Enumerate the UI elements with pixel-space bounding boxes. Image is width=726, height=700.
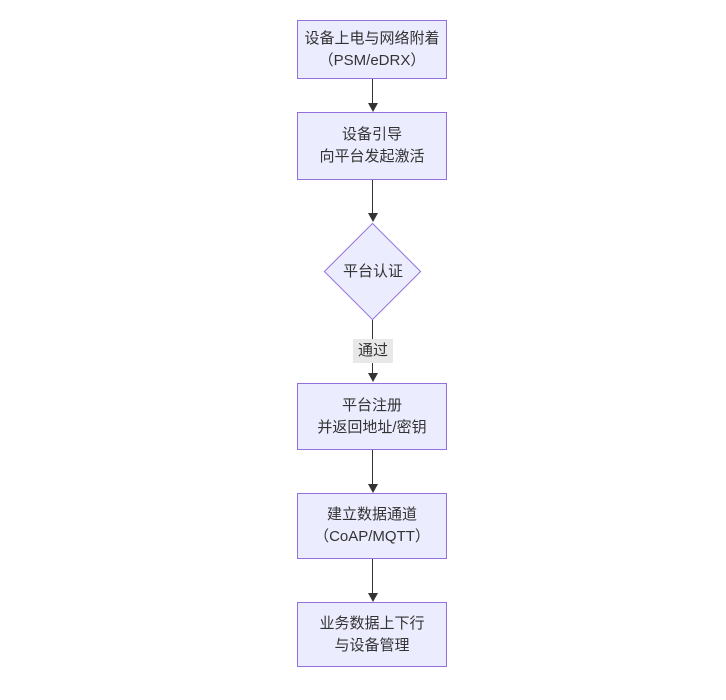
edge-arrowhead: [368, 213, 378, 222]
node-platform-register: 平台注册 并返回地址/密钥: [297, 383, 447, 450]
node-data-channel: 建立数据通道 （CoAP/MQTT）: [297, 493, 447, 559]
edge-arrowhead: [368, 373, 378, 382]
edge-line: [372, 79, 373, 104]
node-power-attach: 设备上电与网络附着 （PSM/eDRX）: [297, 20, 447, 79]
edge-line: [372, 559, 373, 593]
node-label-line: （CoAP/MQTT）: [314, 528, 430, 545]
node-label-line: 平台注册: [341, 396, 402, 414]
edge-line: [372, 450, 373, 484]
edge-label-pass: 通过: [352, 339, 394, 363]
edge-line: [372, 180, 373, 214]
edge-arrowhead: [368, 103, 378, 112]
node-label-line: （PSM/eDRX）: [318, 51, 426, 69]
node-label-line: 设备引导: [341, 126, 402, 143]
node-label-line: 并返回地址/密钥: [317, 418, 427, 436]
node-bootstrap: 设备引导 向平台发起激活: [297, 112, 447, 180]
node-business-data: 业务数据上下行 与设备管理: [297, 602, 447, 667]
node-label-line: 与设备管理: [334, 636, 410, 654]
node-label-line: 向平台发起激活: [319, 148, 425, 165]
node-label-line: 设备上电与网络附着: [304, 29, 440, 47]
node-label-line: 业务数据上下行: [319, 614, 425, 632]
node-label-line: 平台认证: [342, 263, 404, 280]
edge-arrowhead: [368, 484, 378, 493]
node-label-line: 建立数据通道: [326, 506, 417, 523]
edge-arrowhead: [368, 593, 378, 602]
